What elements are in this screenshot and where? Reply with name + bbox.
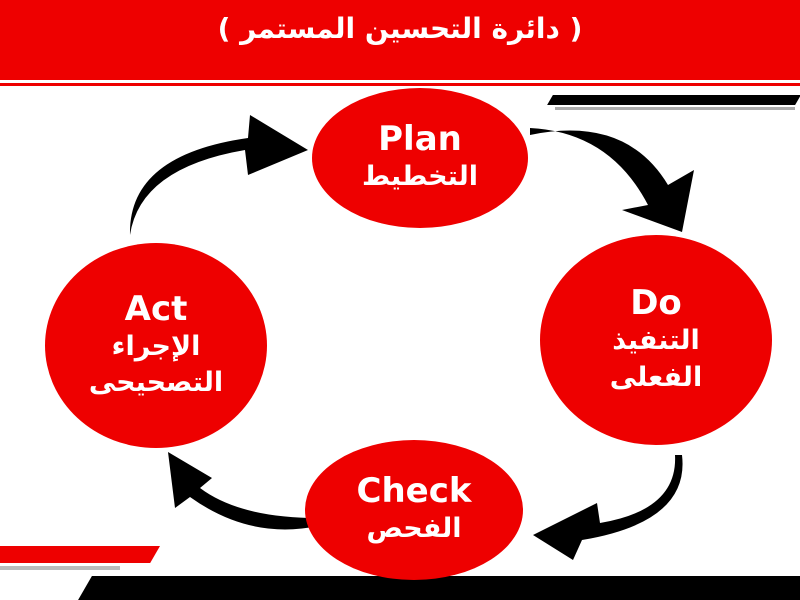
- node-do-label-ar-line1: التنفيذ: [612, 325, 700, 357]
- node-check-label-ar: الفحص: [366, 513, 462, 545]
- arrow-do-to-check: [533, 455, 683, 560]
- decorative-line-bottom: [0, 566, 120, 570]
- node-plan: Plan التخطيط: [312, 88, 528, 228]
- arrow-check-to-act: [168, 452, 318, 530]
- diagram-title: ( دائرة التحسين المستمر ): [217, 12, 583, 45]
- node-act-label-ar-line1: الإجراء: [111, 330, 201, 362]
- title-bar: ( دائرة التحسين المستمر ): [0, 0, 800, 86]
- arrow-plan-to-do: [530, 128, 694, 232]
- node-act-label-en: Act: [124, 288, 188, 329]
- decorative-line-top: [555, 107, 795, 110]
- node-check: Check الفحص: [305, 440, 523, 580]
- arrow-act-to-plan: [129, 115, 308, 235]
- node-do-label-ar-line2: الفعلى: [609, 361, 703, 393]
- node-do: Do التنفيذ الفعلى: [540, 235, 772, 445]
- node-do-label-en: Do: [630, 283, 682, 324]
- node-plan-label-ar: التخطيط: [361, 161, 479, 193]
- node-check-label-en: Check: [356, 471, 472, 512]
- node-act-label-ar-line2: التصحيحى: [88, 367, 224, 399]
- node-plan-label-en: Plan: [378, 119, 462, 160]
- node-act: Act الإجراء التصحيحى: [45, 243, 267, 448]
